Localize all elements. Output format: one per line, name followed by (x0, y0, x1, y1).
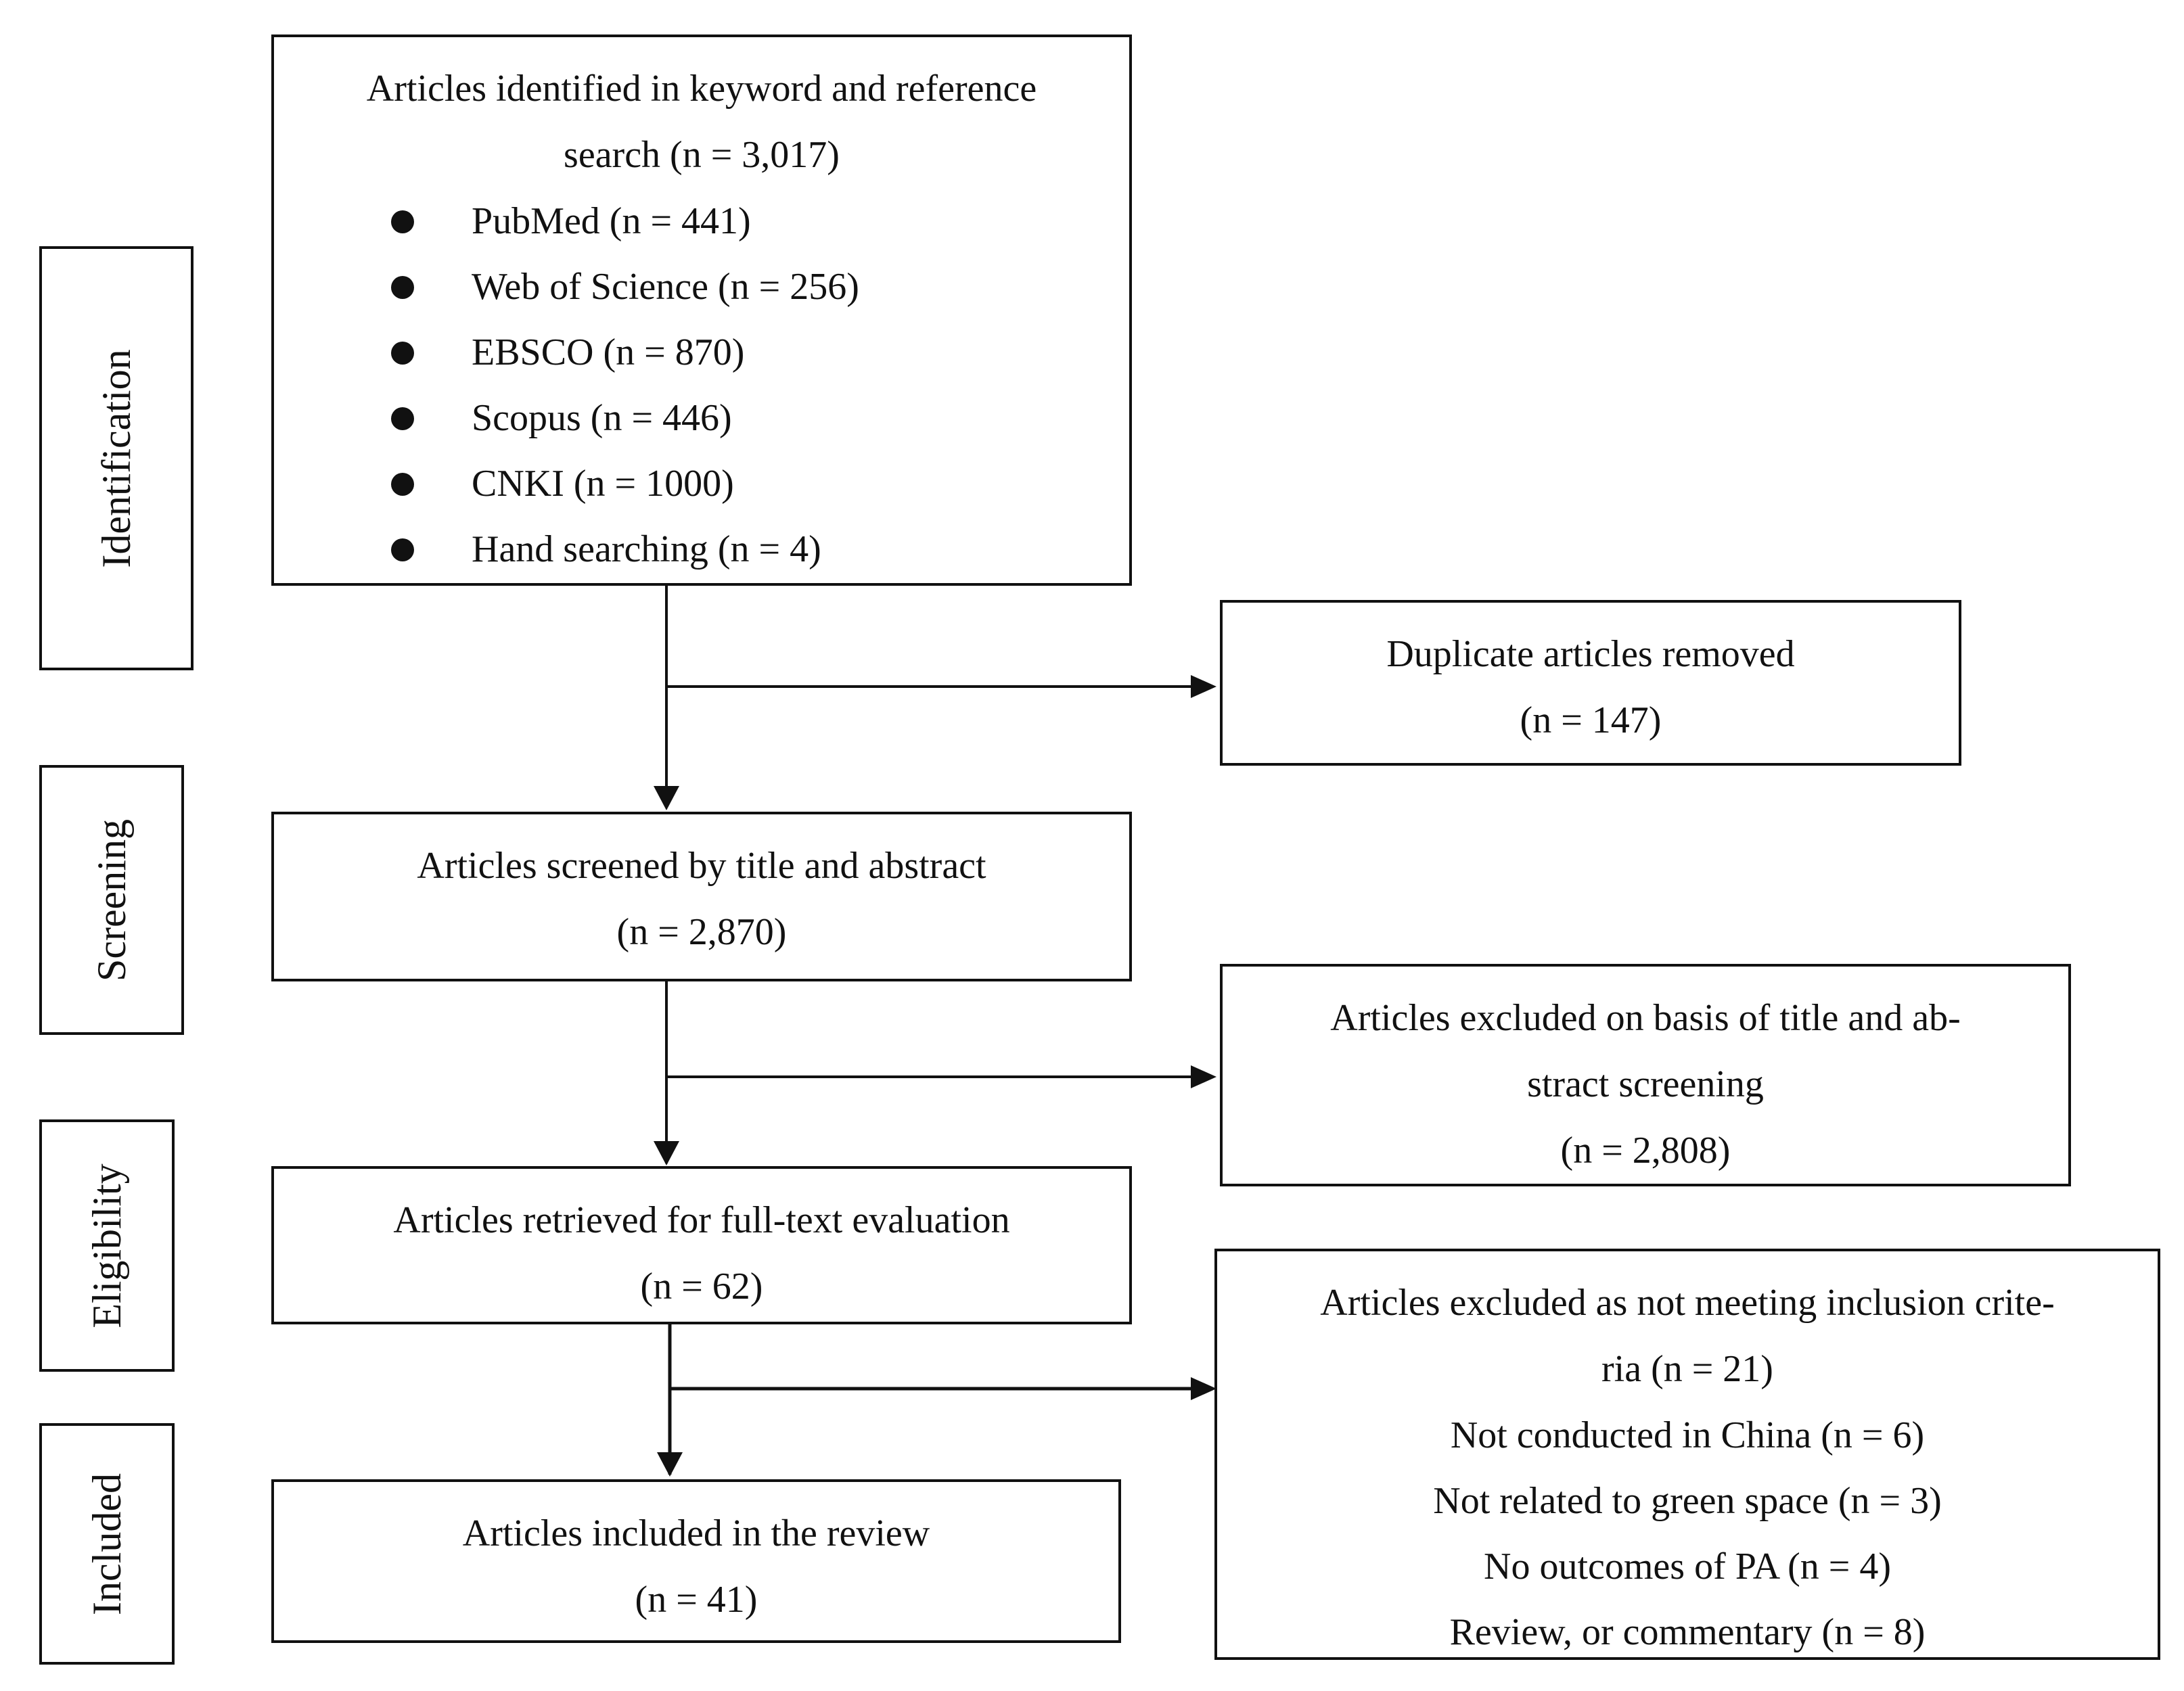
arrowhead-fulltext (654, 1141, 679, 1165)
identified-box: Articles identified in keyword and refer… (271, 34, 1132, 586)
bullet-icon (391, 473, 414, 496)
exclusion-reason: No outcomes of PA (n = 4) (1484, 1546, 1891, 1588)
excluded-screening-box: Articles excluded on basis of title and … (1220, 964, 2071, 1186)
arrowhead-excluded-screening (1191, 1065, 1216, 1088)
stage-screening: Screening (39, 765, 184, 1035)
duplicates-line1: Duplicate articles removed (1386, 633, 1795, 675)
stage-included: Included (39, 1423, 175, 1665)
arrowhead-screened (654, 786, 679, 810)
arrowhead-included (657, 1452, 683, 1477)
stage-identification: Identification (39, 246, 194, 670)
exclusion-reason: Not conducted in China (n = 6) (1450, 1414, 1925, 1456)
identified-line2: search (n = 3,017) (564, 134, 840, 176)
duplicates-box: Duplicate articles removed (n = 147) (1220, 600, 1961, 766)
bullet-icon (391, 407, 414, 430)
exclusion-reason: Review, or commentary (n = 8) (1449, 1611, 1926, 1653)
excluded-criteria-line1: Articles excluded as not meeting inclusi… (1320, 1282, 2055, 1324)
included-box: Articles included in the review (n = 41) (271, 1479, 1121, 1643)
source-item: EBSCO (n = 870) (274, 333, 1129, 374)
exclusion-reason: Not related to green space (n = 3) (1433, 1480, 1942, 1522)
included-line2: (n = 41) (635, 1579, 758, 1621)
source-label: CNKI (n = 1000) (472, 463, 734, 505)
source-item: Hand searching (n = 4) (274, 530, 1129, 571)
source-item: Scopus (n = 446) (274, 399, 1129, 440)
stage-eligibility: Eligibility (39, 1119, 175, 1372)
source-label: Web of Science (n = 256) (472, 266, 859, 308)
arrowhead-duplicates (1191, 675, 1216, 698)
duplicates-line2: (n = 147) (1520, 699, 1662, 741)
excluded-criteria-line2: ria (n = 21) (1601, 1348, 1773, 1390)
bullet-icon (391, 276, 414, 299)
source-label: EBSCO (n = 870) (472, 331, 745, 373)
bullet-icon (391, 342, 414, 365)
identified-line1: Articles identified in keyword and refer… (366, 68, 1037, 110)
screened-line2: (n = 2,870) (616, 911, 787, 953)
fulltext-line1: Articles retrieved for full-text evaluat… (393, 1199, 1010, 1241)
screened-box: Articles screened by title and abstract … (271, 812, 1132, 981)
fulltext-line2: (n = 62) (640, 1266, 763, 1307)
source-item: PubMed (n = 441) (274, 202, 1129, 243)
included-line1: Articles included in the review (462, 1512, 930, 1554)
bullet-icon (391, 538, 414, 561)
excluded-criteria-box: Articles excluded as not meeting inclusi… (1214, 1249, 2160, 1660)
excluded-screening-line1: Articles excluded on basis of title and … (1330, 997, 1961, 1039)
fulltext-box: Articles retrieved for full-text evaluat… (271, 1166, 1132, 1324)
bullet-icon (391, 210, 414, 233)
source-label: Scopus (n = 446) (472, 397, 732, 439)
source-item: CNKI (n = 1000) (274, 465, 1129, 505)
arrowhead-excluded-criteria (1191, 1377, 1216, 1400)
source-item: Web of Science (n = 256) (274, 268, 1129, 308)
excluded-screening-line2: stract screening (1527, 1063, 1764, 1105)
source-label: Hand searching (n = 4) (472, 528, 821, 570)
excluded-screening-line3: (n = 2,808) (1560, 1130, 1731, 1172)
source-label: PubMed (n = 441) (472, 200, 751, 242)
screened-line1: Articles screened by title and abstract (417, 845, 986, 887)
